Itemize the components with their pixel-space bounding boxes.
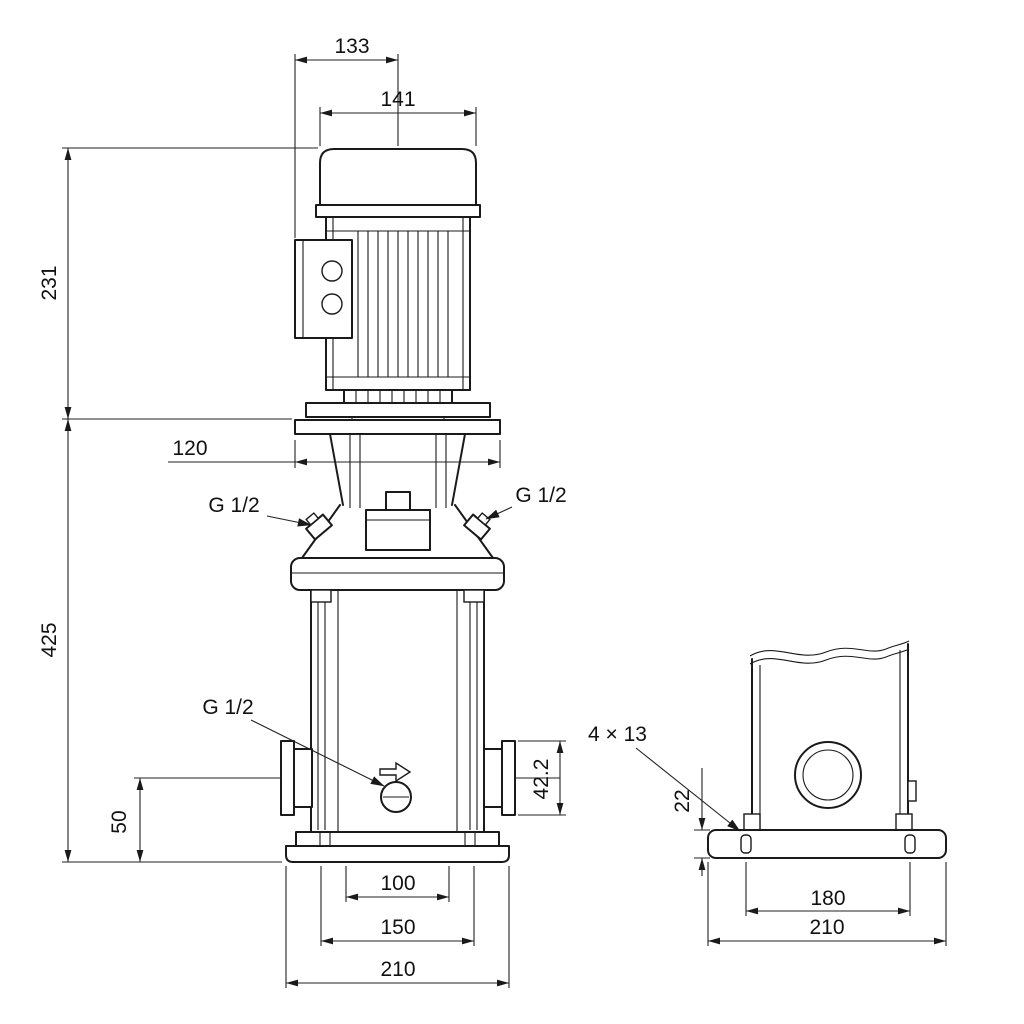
flow-arrow-icon	[379, 761, 412, 783]
label-base-holes: 4 × 13	[588, 723, 741, 832]
dim-180-label: 180	[810, 887, 845, 910]
dim-141: 141	[319, 88, 477, 146]
pump-head-flange	[290, 557, 505, 591]
side-boss	[907, 780, 917, 802]
bolt-hole-left	[740, 834, 752, 854]
vent-plug-right-label: G 1/2	[515, 484, 566, 507]
dim-150-label: 150	[380, 916, 415, 939]
dim-210-front-label: 210	[380, 958, 415, 981]
coupling	[365, 509, 431, 551]
dim-425-label: 425	[38, 622, 61, 657]
vent-plug-left-label: G 1/2	[208, 494, 259, 517]
dim-210-front: 210	[285, 866, 510, 988]
base-holes-label: 4 × 13	[588, 723, 647, 746]
motor-stool	[294, 419, 501, 559]
pump-sleeve	[310, 589, 485, 833]
staybolt-nut-right	[463, 589, 485, 603]
dim-22-label: 22	[671, 789, 694, 812]
vent-plug-right	[463, 512, 491, 541]
label-drain-plug: G 1/2	[202, 696, 385, 787]
motor-flange	[305, 402, 491, 418]
dim-42-2: 42.2	[514, 740, 566, 816]
motor-fins	[357, 231, 449, 377]
dim-231-label: 231	[38, 265, 61, 300]
staybolts	[317, 602, 478, 830]
side-view: 4 × 13 22 180 210	[588, 640, 947, 946]
label-vent-plug-left: G 1/2	[208, 494, 312, 527]
dim-150: 150	[320, 866, 475, 946]
drain-plug	[379, 761, 412, 813]
bolt-hole-right	[904, 834, 916, 854]
dim-210-side: 210	[707, 862, 947, 946]
side-port	[794, 741, 862, 809]
discharge-port	[483, 740, 516, 816]
break-line-top	[749, 640, 910, 657]
break-line-bottom	[749, 648, 910, 665]
pump-base	[285, 831, 510, 863]
terminal-box	[294, 239, 353, 339]
dim-50-label: 50	[108, 810, 131, 833]
dim-50: 50	[108, 777, 282, 862]
dim-133: 133	[294, 35, 399, 238]
motor	[294, 148, 491, 420]
dim-22: 22	[671, 768, 710, 876]
shaft	[385, 491, 411, 511]
staybolt-nut-left	[310, 589, 332, 603]
side-sleeve	[743, 640, 917, 831]
cable-entry-bottom	[321, 293, 343, 315]
dim-120-label: 120	[172, 437, 207, 460]
dim-42-2-label: 42.2	[530, 759, 553, 800]
suction-port	[280, 740, 313, 816]
side-base	[707, 829, 947, 859]
dim-133-label: 133	[334, 35, 369, 58]
dim-425: 425	[38, 419, 282, 863]
dim-141-label: 141	[380, 88, 415, 111]
label-vent-plug-right: G 1/2	[485, 484, 567, 520]
dim-210-side-label: 210	[809, 916, 844, 939]
drain-plug-label: G 1/2	[202, 696, 253, 719]
dim-120: 120	[168, 437, 501, 468]
dim-100-label: 100	[380, 872, 415, 895]
front-view: 133 141 231 425 120 50	[38, 35, 567, 988]
dim-100: 100	[345, 866, 450, 902]
dim-231: 231	[38, 147, 318, 420]
dim-180: 180	[745, 862, 911, 916]
cable-entry-top	[321, 260, 343, 282]
